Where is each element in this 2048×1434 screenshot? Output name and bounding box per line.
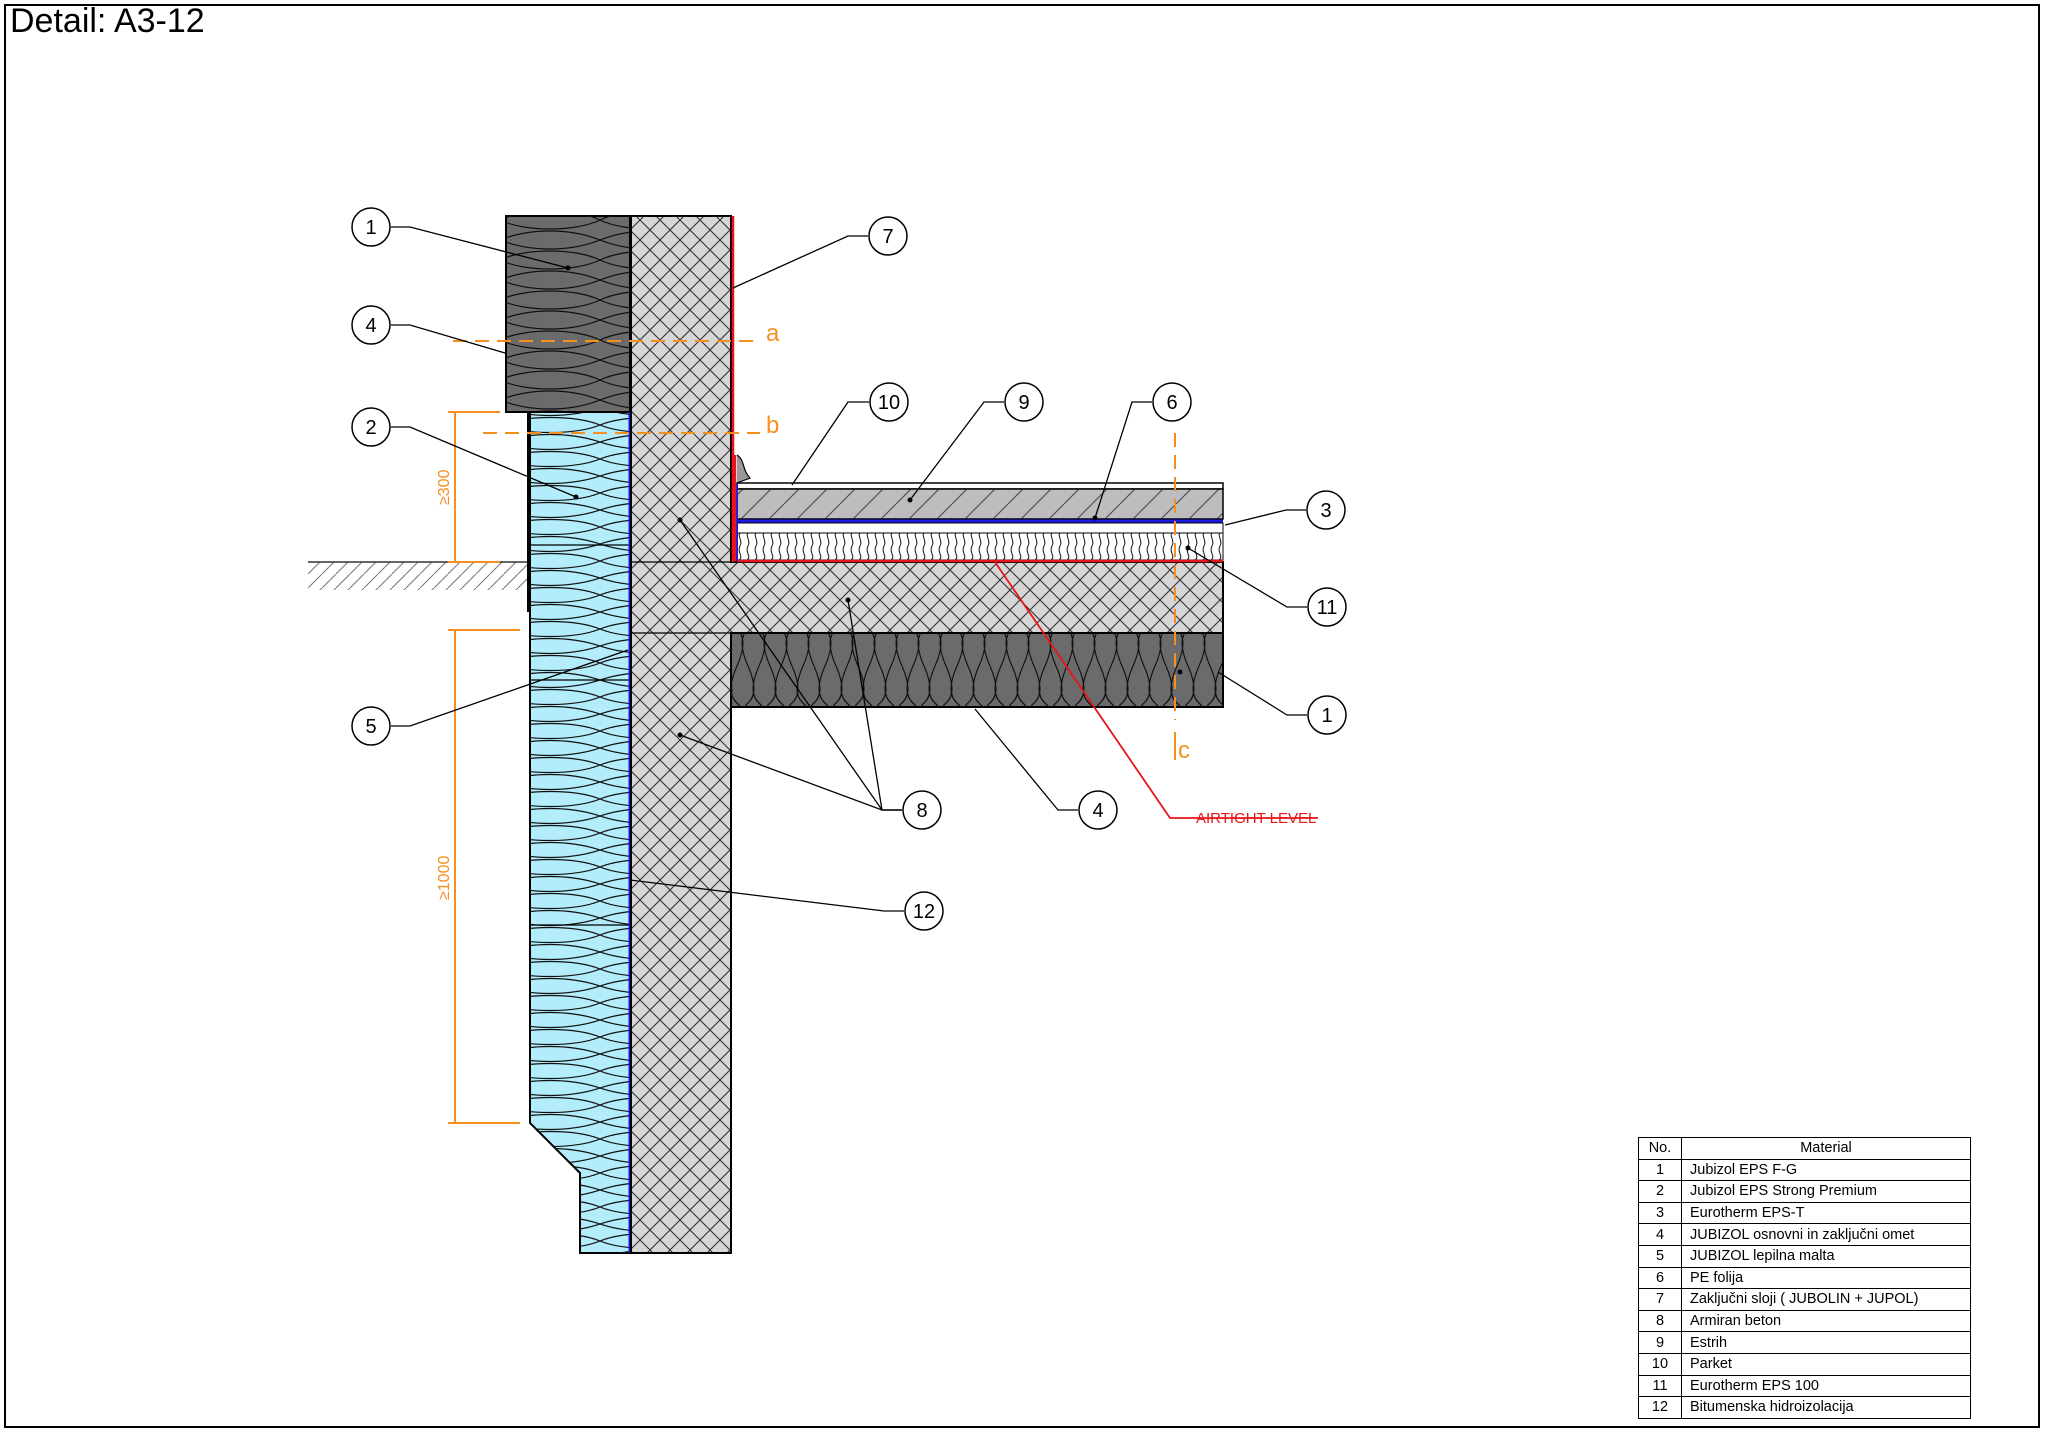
eps-100-layer [736,532,1224,561]
svg-text:3: 3 [1320,500,1331,522]
legend-row-material: PE folija [1681,1266,1971,1290]
legend-row-material: Eurotherm EPS-T [1681,1201,1971,1225]
dimension-lines [448,411,520,1124]
svg-text:11: 11 [1317,597,1338,619]
legend-row-material: Parket [1681,1352,1971,1376]
svg-text:7: 7 [882,226,893,248]
dimension-300: ≥300 [436,469,453,505]
section-mark-a: a [766,320,780,347]
legend-row-number: 7 [1638,1288,1682,1311]
legend-row-material: Armiran beton [1681,1309,1971,1333]
eps-t-layer [736,522,1224,534]
svg-text:2: 2 [365,417,376,439]
legend-row-number: 12 [1638,1396,1682,1419]
legend-row-material: Bitumenska hidroizolacija [1681,1396,1971,1419]
wall-insulation-upper [505,215,631,413]
callout-6: 6 [1152,382,1192,422]
callout-1-top: 1 [351,207,391,247]
legend-row-material: JUBIZOL osnovni in zaključni omet [1681,1223,1971,1246]
legend-row-number: 4 [1638,1223,1682,1246]
parquet-layer [736,482,1224,490]
svg-text:4: 4 [365,315,376,337]
legend-header-material: Material [1681,1137,1971,1160]
legend-row-number: 3 [1638,1201,1682,1225]
svg-text:8: 8 [916,800,927,822]
callout-9: 9 [1004,382,1044,422]
legend-row-material: JUBIZOL lepilna malta [1681,1244,1971,1268]
section-mark-c: c [1178,737,1190,764]
legend-row-material: Zaključni sloji ( JUBOLIN + JUPOL) [1681,1288,1971,1311]
legend-row-number: 5 [1638,1244,1682,1268]
legend-row-number: 9 [1638,1331,1682,1354]
leader-lines [391,226,1307,912]
svg-text:5: 5 [365,716,376,738]
legend-row-number: 1 [1638,1158,1682,1182]
legend-header: No. Material [1638,1137,1971,1160]
callout-4-bottom: 4 [1078,790,1118,830]
airtight-leader [994,561,1318,819]
legend-row-number: 2 [1638,1180,1682,1203]
callout-8: 8 [902,790,942,830]
callout-2: 2 [351,407,391,447]
callout-12: 12 [904,891,944,931]
legend-row-number: 8 [1638,1309,1682,1333]
svg-text:1: 1 [1321,705,1332,727]
section-mark-b: b [766,412,779,439]
legend-row-material: Jubizol EPS Strong Premium [1681,1180,1971,1203]
legend-row-material: Jubizol EPS F-G [1681,1158,1971,1182]
callout-7: 7 [868,216,908,256]
drawing-frame [4,4,2040,1428]
reinforced-concrete [630,215,1224,1254]
callout-4-top: 4 [351,305,391,345]
leader-dots [565,265,1191,738]
callout-11: 11 [1307,587,1347,627]
legend-row-number: 11 [1638,1374,1682,1398]
page-title: Detail: A3-12 [10,2,205,40]
svg-text:6: 6 [1166,392,1177,414]
dimension-1000: ≥1000 [436,856,453,900]
svg-text:9: 9 [1018,392,1029,414]
callout-10: 10 [869,382,909,422]
callout-5: 5 [351,706,391,746]
wall-joint-sealant [736,454,752,484]
airtight-level-label: AIRTIGHT LEVEL [1196,810,1316,827]
section-lines [453,340,1176,760]
ground [308,561,528,590]
svg-text:4: 4 [1092,800,1103,822]
callout-1-right: 1 [1307,695,1347,735]
slab-insulation [730,632,1224,708]
legend-row-number: 6 [1638,1266,1682,1290]
legend-row-material: Estrih [1681,1331,1971,1354]
svg-text:1: 1 [365,217,376,239]
callout-3: 3 [1306,490,1346,530]
screed-layer [736,488,1224,520]
legend-header-no: No. [1638,1137,1682,1160]
legend-row-material: Eurotherm EPS 100 [1681,1374,1971,1398]
svg-text:10: 10 [878,392,900,414]
plinth-insulation [529,411,631,1254]
legend-row-number: 10 [1638,1352,1682,1376]
svg-text:12: 12 [913,901,935,923]
